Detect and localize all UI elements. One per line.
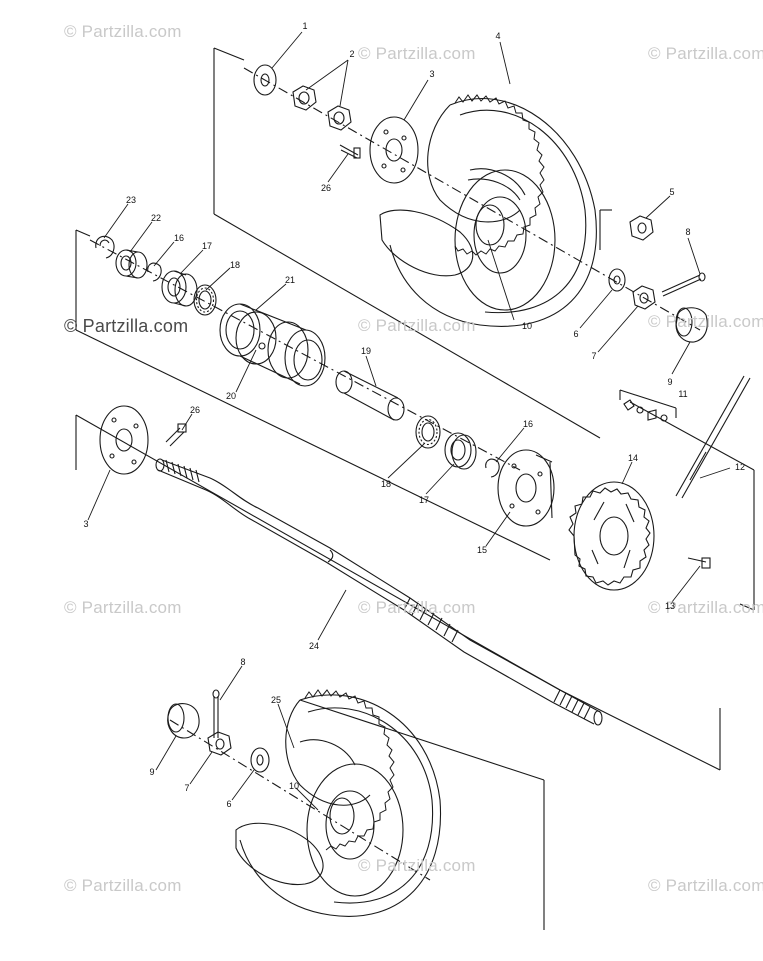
callout-label: 14	[627, 453, 639, 463]
bolt-part-13	[687, 557, 711, 569]
upper-tire-part-4	[379, 98, 597, 327]
callout-label: 11	[678, 389, 688, 399]
chain-part-12	[675, 375, 751, 499]
watermark: © Partzilla.com	[358, 598, 476, 617]
callout-label: 4	[495, 31, 501, 41]
callout-label: 6	[226, 799, 232, 809]
spacer-tube-part-19	[335, 370, 405, 421]
callout-label: 10	[521, 321, 533, 331]
callout-label: 18	[380, 479, 392, 489]
lower-tire-part-25	[235, 694, 442, 917]
snap-ring-part-16-lower	[485, 458, 500, 478]
middle-centerline	[89, 239, 521, 471]
watermark: © Partzilla.com	[648, 876, 763, 895]
bearing-part-18-upper	[193, 284, 217, 316]
axle-housing-part-21	[219, 303, 326, 387]
watermark: © Partzilla.com	[64, 316, 189, 336]
watermark: © Partzilla.com	[358, 316, 476, 335]
watermark: © Partzilla.com	[648, 44, 763, 63]
callout-label: 16	[522, 419, 534, 429]
upper-tire-tread	[454, 94, 545, 256]
stud-part-26-lower	[165, 423, 187, 447]
callout-label: 7	[591, 351, 597, 361]
washer-part-6-lower	[250, 747, 270, 773]
callout-label: 25	[270, 695, 282, 705]
callout-label: 17	[418, 495, 430, 505]
callout-label: 5	[669, 187, 675, 197]
lower-centerline	[169, 719, 431, 881]
snap-ring-part-16-upper	[147, 262, 162, 282]
seal-part-17-upper	[161, 270, 198, 307]
seal-part-17-lower	[444, 432, 477, 470]
watermark: © Partzilla.com	[64, 598, 182, 617]
callout-label: 16	[173, 233, 185, 243]
nut-part-5	[629, 215, 654, 241]
callout-leaders	[87, 31, 731, 811]
callout-label: 6	[573, 329, 579, 339]
sprocket-part-14	[568, 481, 655, 591]
callout-label: 2	[349, 49, 355, 59]
upper-centerline	[243, 67, 701, 331]
callout-label: 17	[201, 241, 213, 251]
callout-label: 22	[150, 213, 162, 223]
callout-label: 23	[125, 195, 137, 205]
callout-label: 12	[734, 462, 746, 472]
hub-cap-part-9-lower	[167, 703, 200, 739]
callout-label: 26	[320, 183, 332, 193]
watermark: © Partzilla.com	[358, 856, 476, 875]
axle-shaft-part-24	[155, 458, 603, 726]
upper-wheel-frame	[213, 47, 612, 439]
callout-label: 13	[664, 601, 676, 611]
washer-part-1	[253, 64, 277, 96]
callout-label: 9	[667, 377, 673, 387]
washer-part-6-upper	[608, 268, 626, 292]
callout-label: 15	[476, 545, 488, 555]
hub-cap-part-9-upper	[675, 307, 708, 343]
callout-label: 8	[240, 657, 246, 667]
watermark: © Partzilla.com	[648, 312, 763, 331]
callout-label: 26	[189, 405, 201, 415]
callout-label: 24	[308, 641, 320, 651]
bearing-part-18-lower	[415, 415, 441, 449]
lower-wheel-frame	[299, 699, 545, 930]
watermark: © Partzilla.com	[64, 876, 182, 895]
sprocket-hub-part-15	[497, 449, 555, 527]
hub-flange-part-3-upper	[369, 116, 419, 184]
callout-label: 1	[302, 21, 308, 31]
hub-flange-part-3-lower	[99, 405, 149, 475]
callout-label: 21	[284, 275, 296, 285]
castle-nut-part-7-lower	[207, 731, 232, 756]
housing-group-frame	[75, 229, 755, 611]
bushing-part-22	[115, 249, 148, 279]
callout-label: 3	[83, 519, 89, 529]
callout-label: 3	[429, 69, 435, 79]
callout-label: 8	[685, 227, 691, 237]
callout-label: 7	[184, 783, 190, 793]
lower-tire-tread	[304, 689, 395, 851]
watermark: © Partzilla.com	[648, 598, 763, 617]
castle-nuts-part-2	[292, 85, 352, 131]
callout-label: 10	[288, 781, 300, 791]
callout-label: 20	[225, 391, 237, 401]
castle-nut-part-7-upper	[632, 285, 656, 310]
snap-ring-part-23	[95, 235, 115, 259]
callout-label: 9	[149, 767, 155, 777]
stud-part-26-upper	[339, 144, 361, 159]
watermark: © Partzilla.com	[64, 22, 182, 41]
cotter-pin-part-8-upper	[661, 272, 706, 297]
callout-label: 18	[229, 260, 241, 270]
clips-part-11	[619, 389, 677, 422]
cotter-pin-part-8-lower	[212, 689, 220, 738]
watermark: © Partzilla.com	[358, 44, 476, 63]
callout-label: 19	[360, 346, 372, 356]
